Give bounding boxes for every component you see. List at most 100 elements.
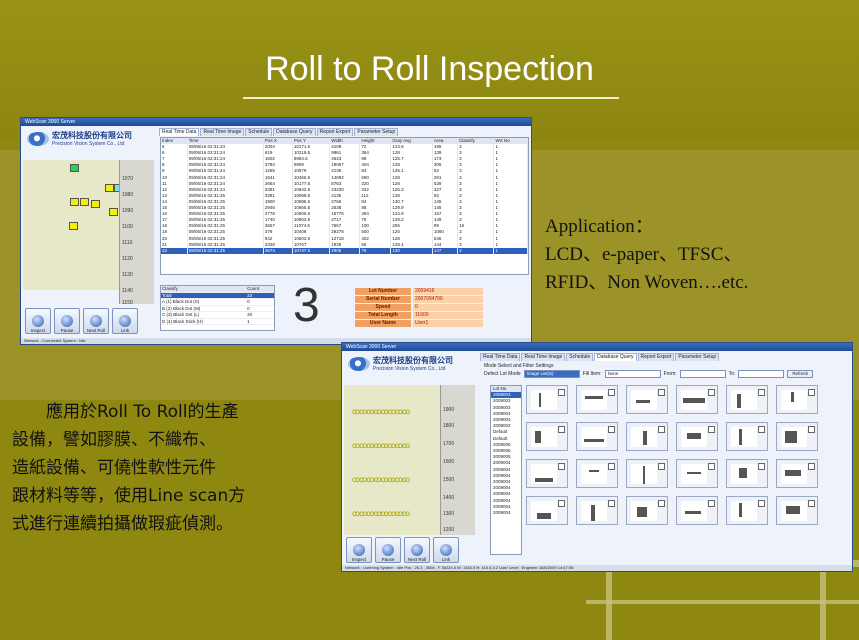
thumbnail-checkbox[interactable] bbox=[558, 463, 565, 470]
defect-thumbnail[interactable] bbox=[726, 496, 768, 525]
thumbnail-checkbox[interactable] bbox=[758, 500, 765, 507]
defect-thumbnail[interactable] bbox=[526, 385, 568, 414]
defect-marker[interactable] bbox=[70, 198, 79, 206]
defect-thumbnail[interactable] bbox=[626, 385, 668, 414]
from-input[interactable] bbox=[679, 370, 726, 378]
defect-marker[interactable] bbox=[91, 200, 100, 208]
tab-report-export[interactable]: Report Export bbox=[316, 128, 354, 136]
list-item[interactable]: 2009004 bbox=[493, 472, 511, 478]
defect-thumbnail[interactable] bbox=[576, 459, 618, 488]
classify-row[interactable]: B (2) Black Dot (M)0 bbox=[161, 305, 274, 312]
defect-marker[interactable] bbox=[109, 208, 118, 216]
list-item[interactable]: 2009004 bbox=[493, 485, 511, 491]
tab-report-export[interactable]: Report Export bbox=[637, 353, 675, 361]
next-roll-button[interactable]: Next Roll bbox=[83, 308, 109, 334]
defect-thumbnail[interactable] bbox=[776, 385, 818, 414]
thumbnail-checkbox[interactable] bbox=[608, 463, 615, 470]
fill-item-select[interactable]: None bbox=[604, 370, 661, 378]
list-item[interactable]: 2009003 bbox=[493, 417, 511, 423]
defect-thumbnail[interactable] bbox=[726, 459, 768, 488]
column-header[interactable]: Classify bbox=[457, 138, 495, 145]
list-item[interactable]: 2009005 bbox=[493, 448, 511, 454]
thumbnail-checkbox[interactable] bbox=[608, 500, 615, 507]
defect-thumbnail[interactable] bbox=[576, 385, 618, 414]
tab-database-query[interactable]: Database Query bbox=[594, 353, 637, 361]
thumbnail-checkbox[interactable] bbox=[558, 389, 565, 396]
defect-marker[interactable] bbox=[105, 184, 114, 192]
defect-marker[interactable] bbox=[69, 222, 78, 230]
list-item[interactable]: 2009003 bbox=[493, 423, 511, 429]
list-item[interactable]: 2009004 bbox=[493, 510, 511, 516]
defect-thumbnail[interactable] bbox=[776, 496, 818, 525]
classify-row[interactable]: A (1) Black Dot (S)0 bbox=[161, 298, 274, 306]
list-item[interactable]: Default bbox=[493, 435, 508, 441]
defect-thumbnail[interactable] bbox=[626, 422, 668, 451]
next-roll-button[interactable]: Next Roll bbox=[404, 537, 430, 563]
defect-thumbnail[interactable] bbox=[676, 422, 718, 451]
list-item[interactable]: 2009005 bbox=[493, 441, 511, 447]
mode-select[interactable]: Image List(S) bbox=[523, 370, 580, 378]
list-item[interactable]: 2009003 bbox=[493, 410, 511, 416]
pause-button[interactable]: Pause bbox=[54, 308, 80, 334]
defect-thumbnail[interactable] bbox=[776, 459, 818, 488]
defect-marker[interactable] bbox=[70, 164, 79, 172]
list-item[interactable]: 2009004 bbox=[493, 479, 511, 485]
list-item[interactable]: 2009005 bbox=[493, 454, 511, 460]
thumbnail-checkbox[interactable] bbox=[558, 500, 565, 507]
tab-schedule[interactable]: Schedule bbox=[245, 128, 273, 136]
defect-map[interactable]: ꝏꝏꝏꝏꝏꝏꝏꝏ ꝏꝏꝏꝏꝏꝏꝏꝏ ꝏꝏꝏꝏꝏꝏꝏꝏ ꝏꝏꝏꝏꝏꝏꝏꝏ bbox=[344, 385, 440, 535]
tab-real-time-image[interactable]: Real Time Image bbox=[521, 353, 566, 361]
list-item[interactable]: 2009004 bbox=[493, 503, 511, 509]
defect-thumbnail[interactable] bbox=[626, 459, 668, 488]
defect-thumbnail[interactable] bbox=[526, 459, 568, 488]
list-item[interactable]: 2009004 bbox=[493, 497, 511, 503]
refresh-button[interactable]: Refresh bbox=[787, 370, 814, 378]
thumbnail-checkbox[interactable] bbox=[708, 426, 715, 433]
defect-thumbnail[interactable] bbox=[676, 459, 718, 488]
tab-parameter-setup[interactable]: Parameter Setup bbox=[354, 128, 399, 136]
thumbnail-checkbox[interactable] bbox=[608, 426, 615, 433]
defect-thumbnail[interactable] bbox=[726, 422, 768, 451]
tab-schedule[interactable]: Schedule bbox=[566, 353, 594, 361]
column-header[interactable]: Height bbox=[359, 138, 392, 145]
thumbnail-checkbox[interactable] bbox=[658, 426, 665, 433]
column-header[interactable]: Pos X bbox=[263, 138, 293, 145]
defect-thumbnail[interactable] bbox=[726, 385, 768, 414]
defect-thumbnail[interactable] bbox=[676, 496, 718, 525]
thumbnail-checkbox[interactable] bbox=[558, 426, 565, 433]
column-header[interactable]: Area bbox=[432, 138, 459, 145]
list-item[interactable]: 2009003 bbox=[493, 398, 511, 404]
list-item[interactable]: 2009003 bbox=[491, 392, 521, 399]
defect-thumbnail[interactable] bbox=[526, 422, 568, 451]
thumbnail-checkbox[interactable] bbox=[808, 389, 815, 396]
thumbnail-checkbox[interactable] bbox=[758, 389, 765, 396]
thumbnail-checkbox[interactable] bbox=[658, 389, 665, 396]
thumbnail-checkbox[interactable] bbox=[758, 426, 765, 433]
inspect-button[interactable]: Inspect bbox=[25, 308, 51, 334]
list-item[interactable]: 2009003 bbox=[493, 404, 511, 410]
defect-thumbnail[interactable] bbox=[676, 385, 718, 414]
thumbnail-checkbox[interactable] bbox=[708, 389, 715, 396]
tab-parameter-setup[interactable]: Parameter Setup bbox=[675, 353, 720, 361]
defect-thumbnail[interactable] bbox=[776, 422, 818, 451]
thumbnail-checkbox[interactable] bbox=[708, 500, 715, 507]
thumbnail-checkbox[interactable] bbox=[808, 463, 815, 470]
classify-row[interactable]: C (3) Black Dot (L)20 bbox=[161, 311, 274, 319]
